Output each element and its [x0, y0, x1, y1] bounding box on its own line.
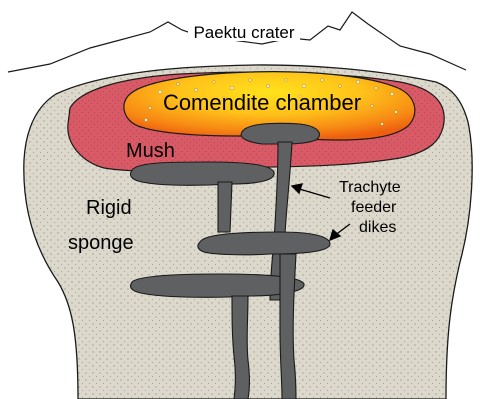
- mush-label: Mush: [126, 140, 175, 162]
- sponge-label-line2: sponge: [68, 232, 134, 254]
- middle-left-sill: [130, 162, 274, 185]
- crater-label: Paektu crater: [193, 23, 294, 42]
- lower-sill: [131, 274, 305, 297]
- chamber-label: Comendite chamber: [163, 90, 361, 115]
- deep-feeder-right: [280, 254, 296, 399]
- sponge-label-line1: Rigid: [86, 197, 132, 219]
- dikes-label-line2: feeder: [351, 199, 397, 216]
- dikes-label-line1: Trachyte: [339, 179, 401, 196]
- crater-profile-line: [8, 12, 466, 72]
- dikes-label-line3: dikes: [359, 219, 396, 236]
- upper-sill: [241, 123, 319, 144]
- left-connecting-dike: [218, 182, 232, 232]
- middle-sill: [198, 232, 330, 255]
